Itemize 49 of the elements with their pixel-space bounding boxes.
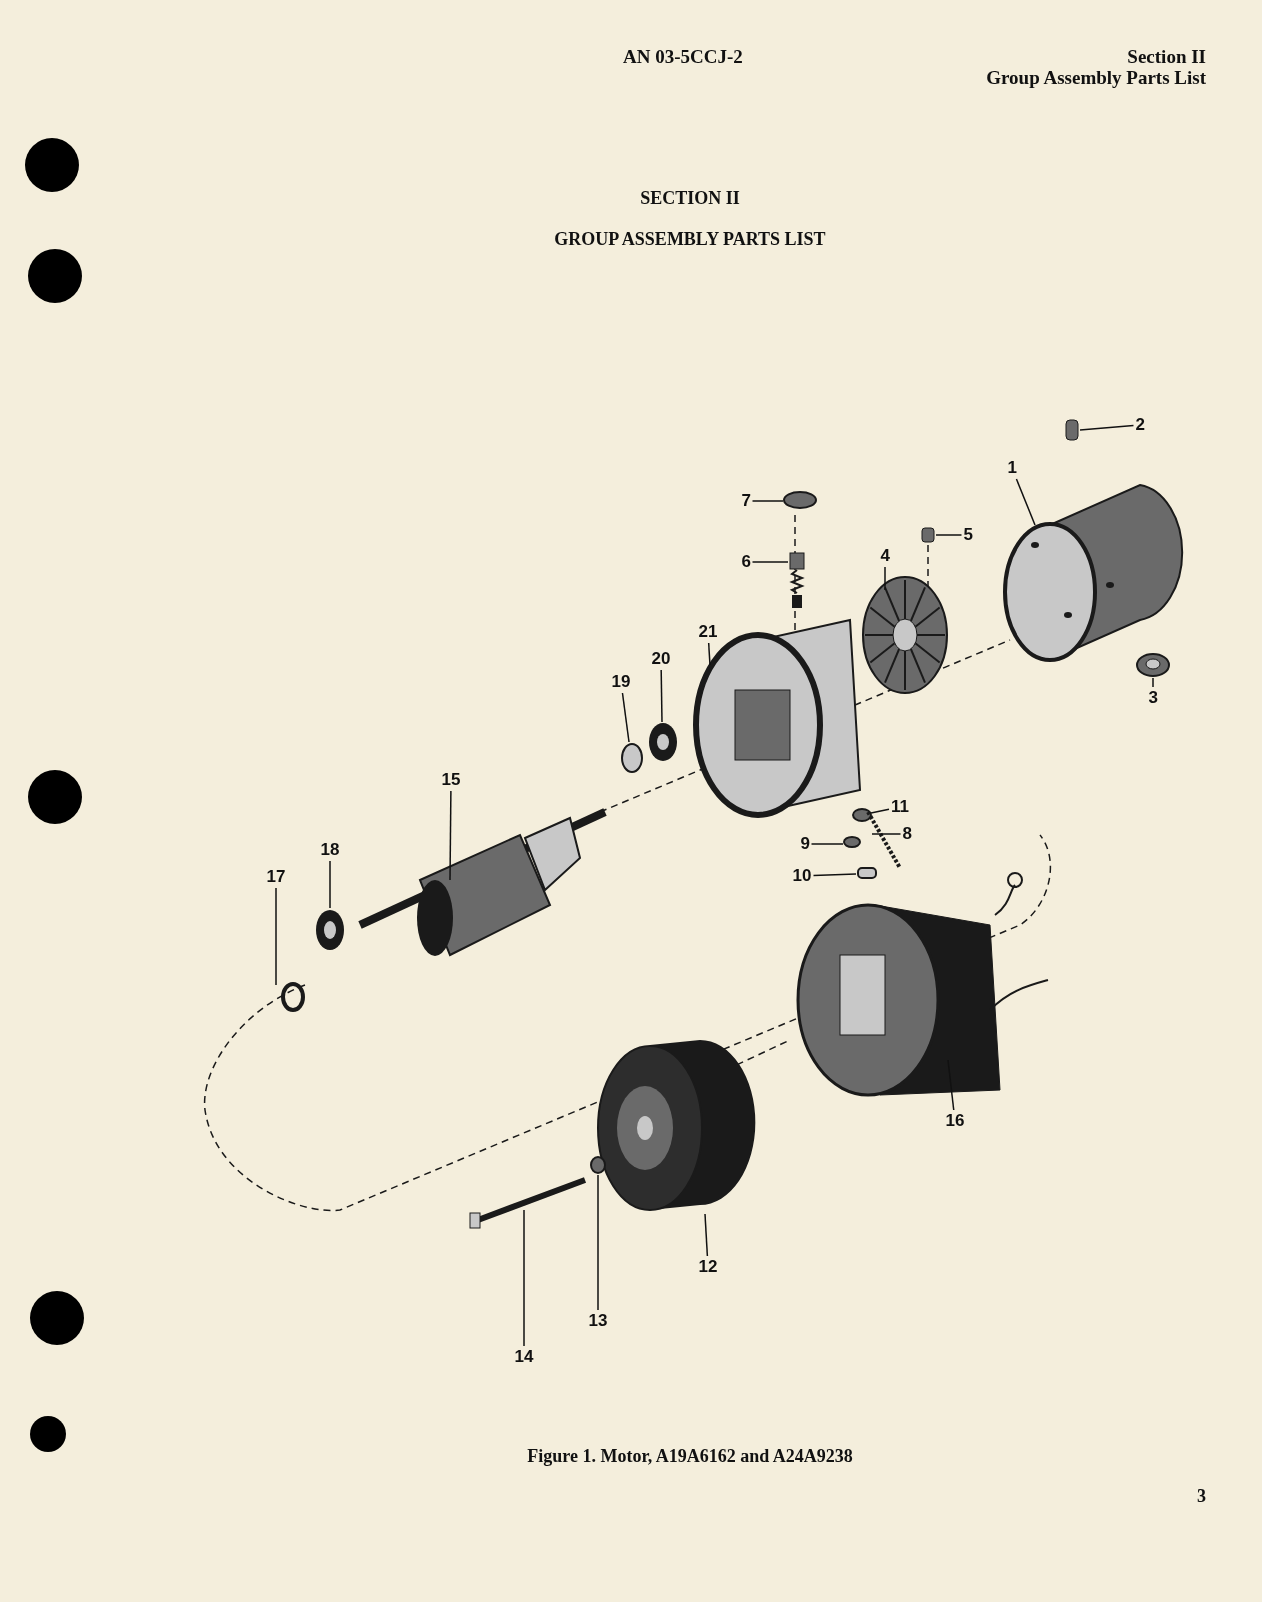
leader-line: [621, 692, 630, 743]
leader-line: [871, 833, 902, 835]
leader-line: [523, 1209, 525, 1347]
callout-number: 4: [880, 546, 890, 566]
leader-line: [1079, 424, 1135, 431]
leader-line: [751, 561, 789, 563]
section-header: Group Assembly Parts List: [986, 67, 1206, 89]
callout-number: 18: [320, 840, 340, 860]
leader-line: [707, 642, 711, 666]
callout-number: 8: [902, 824, 912, 844]
callout-number: 21: [698, 622, 718, 642]
leader-line: [751, 500, 784, 502]
leader-line: [275, 887, 277, 986]
callout-number: 16: [945, 1111, 965, 1131]
leader-line: [660, 669, 663, 723]
callout-number: 19: [611, 672, 631, 692]
leader-line: [810, 843, 844, 845]
leader-line: [935, 534, 963, 536]
section-heading: SECTION II: [639, 188, 741, 209]
callout-number: 15: [441, 770, 461, 790]
leader-line: [1015, 478, 1036, 526]
callout-number: 9: [800, 834, 810, 854]
leader-line: [870, 808, 890, 814]
page-number: 3: [1197, 1486, 1206, 1507]
callout-number: 7: [741, 491, 751, 511]
leader-line: [884, 566, 886, 591]
callout-number: 17: [266, 867, 286, 887]
page-title: GROUP ASSEMBLY PARTS LIST: [553, 229, 827, 250]
callout-number: 6: [741, 552, 751, 572]
callout-number: 14: [514, 1347, 534, 1367]
leader-line: [449, 790, 452, 881]
leader-line: [1152, 677, 1154, 688]
figure-caption: Figure 1. Motor, A19A6162 and A24A9238: [526, 1446, 854, 1467]
callout-number: 12: [698, 1257, 718, 1277]
leader-line: [704, 1213, 709, 1257]
callout-number: 5: [963, 525, 973, 545]
callout-number: 13: [588, 1311, 608, 1331]
section-header: Section II: [1127, 46, 1206, 68]
callout-number: 20: [651, 649, 671, 669]
callout-number: 2: [1135, 415, 1145, 435]
callout-number: 11: [891, 797, 909, 817]
leader-line: [947, 1059, 955, 1111]
callout-number: 3: [1148, 688, 1158, 708]
document-number: AN 03-5CCJ-2: [623, 46, 743, 68]
callout-number: 10: [792, 866, 812, 886]
leader-line: [812, 873, 857, 877]
leader-line: [329, 860, 331, 909]
callout-number: 1: [1007, 458, 1017, 478]
leader-line: [597, 1174, 599, 1311]
